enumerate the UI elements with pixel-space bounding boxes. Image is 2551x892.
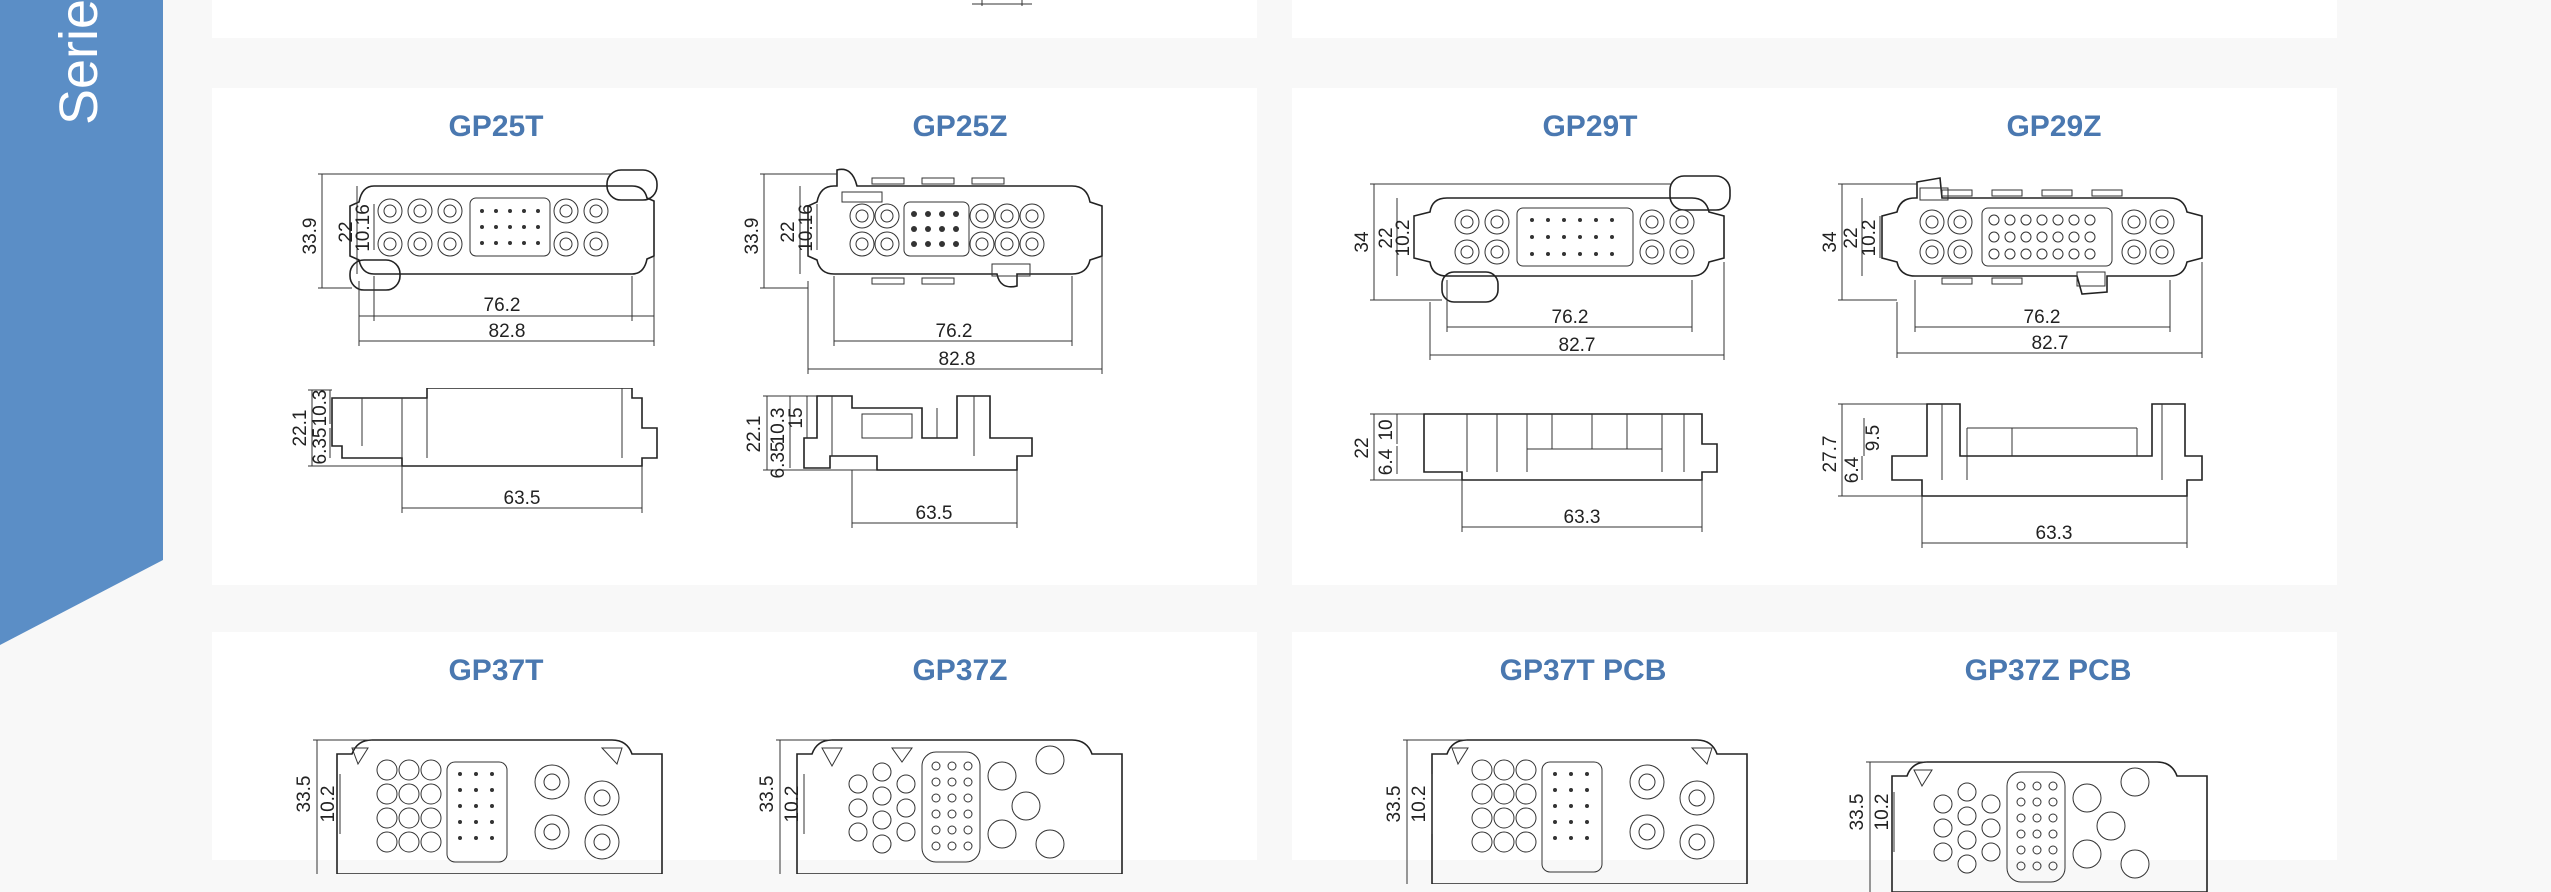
drawing-gp37z-top: 33.5 10.2 xyxy=(757,739,1123,874)
panel-gp37-pcb: GP37T PCB GP37Z PCB 33.5 10.2 xyxy=(1292,632,2337,892)
dim-gp25z-s2: 10.3 xyxy=(768,408,789,445)
series-banner-text: Series xyxy=(49,0,109,125)
dim-gp25t-w2: 82.8 xyxy=(489,321,526,342)
dim-gp29z-s2: 9.5 xyxy=(1863,425,1884,451)
dim-gp29t-s2: 10 xyxy=(1376,419,1397,440)
panel-gp29: GP29T GP29Z 34 xyxy=(1292,88,2337,585)
dim-gp37t-pcb-h3: 10.2 xyxy=(1409,786,1430,823)
drawing-gp25t-side: 22.1 10.3 6.35 63.5 xyxy=(290,388,658,513)
dim-gp25z-s4: 63.5 xyxy=(916,503,953,524)
dim-gp29t-s3: 6.4 xyxy=(1376,448,1397,475)
drawing-gp37z-pcb-top: 33.5 10.2 xyxy=(1847,761,2208,892)
dim-gp29t-w1: 76.2 xyxy=(1552,307,1589,328)
dim-gp25z-s5: 15 xyxy=(786,407,807,428)
dim-gp25z-h2: 22 xyxy=(778,221,799,242)
dim-gp25t-h1: 33.9 xyxy=(300,218,321,255)
drawing-gp37t-top: 33.5 10.2 xyxy=(294,739,663,874)
dim-gp25t-s3: 6.35 xyxy=(310,428,331,465)
title-gp37z: GP37Z xyxy=(912,654,1008,687)
drawing-gp25z-side: 22.1 10.3 6.35 15 63.5 xyxy=(744,395,1033,528)
drawing-gp25z-top: 33.9 22 10.16 76.2 82.8 xyxy=(742,168,1103,374)
dim-gp25z-s3: 6.35 xyxy=(768,442,789,479)
dim-gp37t-h1: 33.5 xyxy=(294,776,315,813)
dim-gp37t-pcb-h1: 33.5 xyxy=(1384,786,1405,823)
dim-gp25z-h3: 10.16 xyxy=(796,204,817,252)
dim-gp37z-pcb-h1: 33.5 xyxy=(1847,794,1868,831)
title-gp29z: GP29Z xyxy=(2006,110,2102,143)
drawing-gp37t-pcb-top: 33.5 10.2 xyxy=(1384,739,1748,884)
dim-gp29t-s4: 63.3 xyxy=(1564,507,1601,528)
dim-gp25t-s2: 10.3 xyxy=(310,390,331,427)
dim-gp25z-s1: 22.1 xyxy=(744,416,765,453)
drawing-gp29t-side: 22 10 6.4 63.3 xyxy=(1352,413,1718,532)
dim-gp29t-h2: 22 xyxy=(1376,227,1397,248)
dim-gp25t-s4: 63.5 xyxy=(504,488,541,509)
title-gp37t-pcb: GP37T PCB xyxy=(1499,654,1667,687)
dim-gp25t-s1: 22.1 xyxy=(290,410,311,447)
panel-gp25: GP25T GP25Z xyxy=(212,88,1257,585)
panel-top-right xyxy=(1292,0,2337,38)
panel-gp37: GP37T GP37Z 33.5 10.2 xyxy=(212,632,1257,874)
dim-gp37z-h3: 10.2 xyxy=(782,786,803,823)
dim-gp29z-s3: 6.4 xyxy=(1842,456,1863,483)
dim-gp29z-w1: 76.2 xyxy=(2024,307,2061,328)
title-gp29t: GP29T xyxy=(1542,110,1638,143)
dim-gp25z-w2: 82.8 xyxy=(939,349,976,370)
dim-gp29t-h1: 34 xyxy=(1352,231,1373,253)
dim-gp29z-s1: 27.7 xyxy=(1822,436,1841,473)
drawing-gp29z-top: 34 22 10.2 76.2 82.7 xyxy=(1822,177,2203,358)
title-gp25t: GP25T xyxy=(448,110,544,143)
dim-gp37z-h1: 33.5 xyxy=(757,776,778,813)
dim-gp25z-h1: 33.9 xyxy=(742,218,763,255)
panel-top-left xyxy=(212,0,1257,38)
drawing-gp29t-top: 34 22 10.2 76.2 82.7 xyxy=(1352,175,1731,360)
dim-gp29z-h3: 10.2 xyxy=(1859,220,1880,257)
dim-gp25t-w1: 76.2 xyxy=(484,295,521,316)
dim-gp29t-s1: 22 xyxy=(1352,437,1373,458)
dim-gp29z-h2: 22 xyxy=(1841,227,1862,248)
dim-gp25t-h3: 10.16 xyxy=(353,204,374,252)
series-banner xyxy=(0,0,163,645)
title-gp37z-pcb: GP37Z PCB xyxy=(1964,654,2132,687)
partial-drawing xyxy=(972,0,1032,6)
title-gp37t: GP37T xyxy=(448,654,544,687)
drawing-gp25t-top: 33.9 22 10.16 76.2 82.8 xyxy=(300,169,658,346)
dim-gp29z-h1: 34 xyxy=(1822,231,1841,253)
title-gp25z: GP25Z xyxy=(912,110,1008,143)
dim-gp29z-s4: 63.3 xyxy=(2036,523,2073,544)
dim-gp37z-pcb-h3: 10.2 xyxy=(1872,794,1893,831)
drawing-gp29z-side: 27.7 9.5 6.4 63.3 xyxy=(1822,403,2203,548)
dim-gp29z-w2: 82.7 xyxy=(2032,333,2069,354)
dim-gp37t-h3: 10.2 xyxy=(318,786,339,823)
dim-gp29t-w2: 82.7 xyxy=(1559,335,1596,356)
dim-gp29t-h3: 10.2 xyxy=(1393,220,1414,257)
dim-gp25t-h2: 22 xyxy=(336,221,357,242)
dim-gp25z-w1: 76.2 xyxy=(936,321,973,342)
